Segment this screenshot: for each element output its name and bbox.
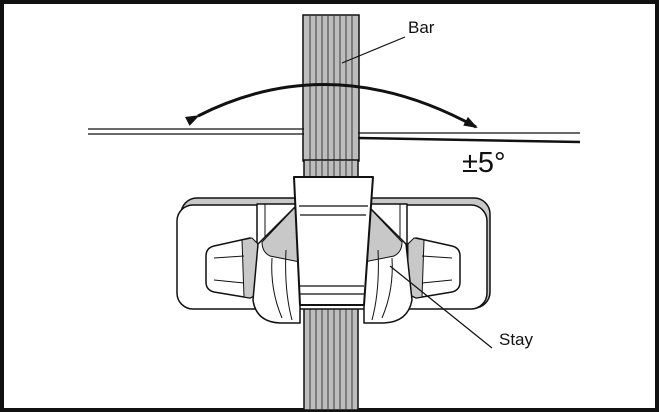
bar-label: Bar (408, 18, 435, 37)
stay-assembly (176, 176, 491, 324)
rotation-arrow (185, 83, 478, 129)
stay-leader-line (389, 265, 493, 349)
angle-label: ±5° (462, 147, 506, 179)
stay-label: Stay (499, 330, 534, 349)
reference-lines (88, 128, 581, 144)
bar-leader-line (341, 36, 406, 64)
bar-upper (302, 14, 360, 162)
